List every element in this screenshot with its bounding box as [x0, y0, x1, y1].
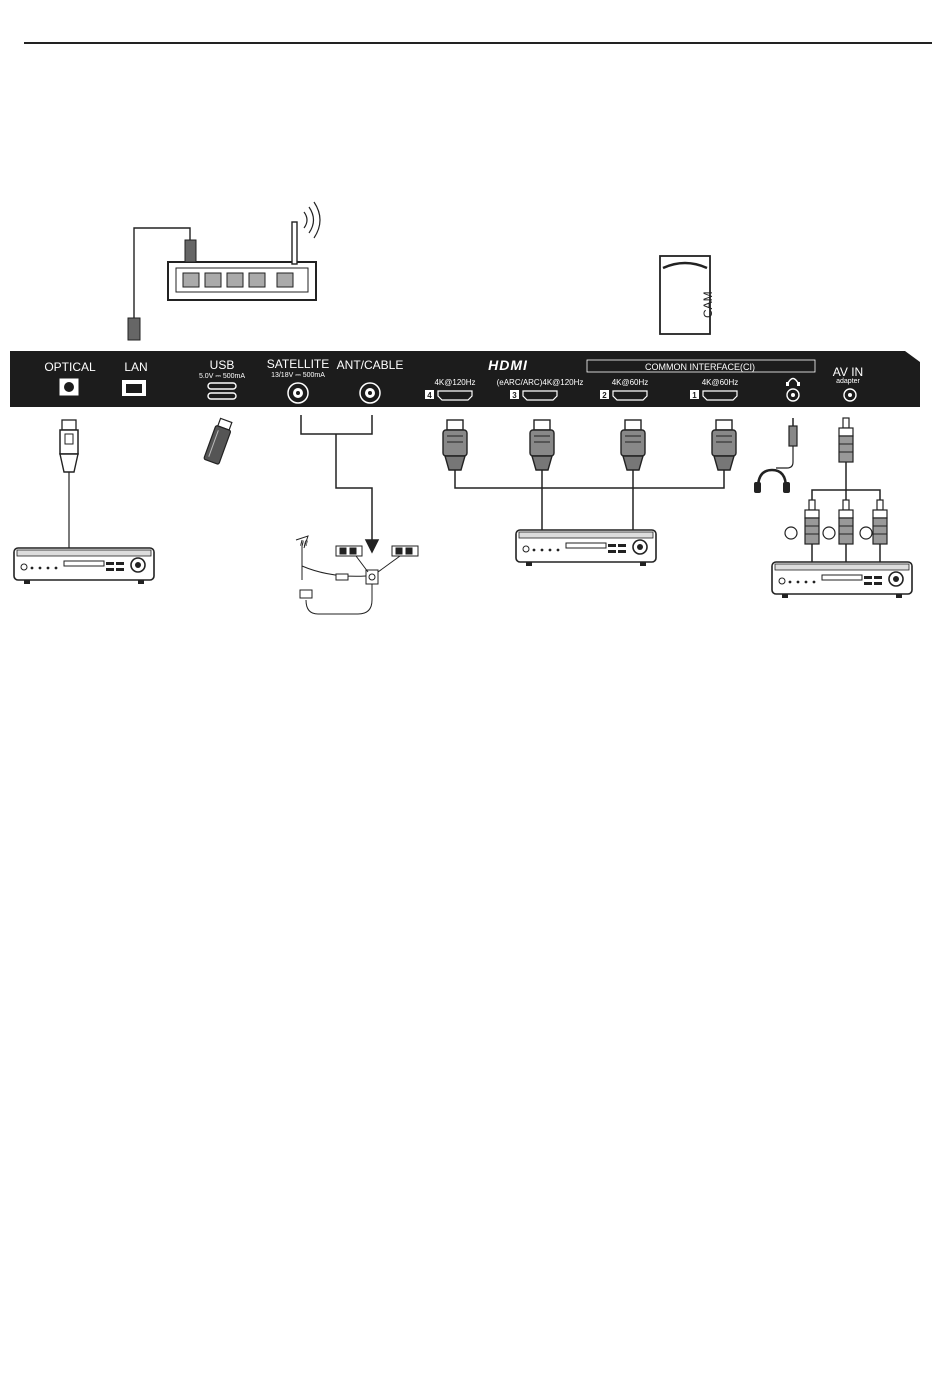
satellite-rating: 13/18V ⎓ 500mA: [271, 372, 325, 379]
optical-cable: [60, 420, 78, 548]
hdmi-socket: [523, 391, 557, 400]
hdmi-plug-2: [621, 420, 645, 470]
hdmi-wiring: [455, 470, 724, 530]
cam-card: CAM: [660, 256, 715, 334]
antenna-wiring: [301, 415, 378, 552]
cam-label: CAM: [701, 291, 715, 318]
hdmi-port-number: 4: [427, 391, 432, 400]
hdmi-plug-1: [712, 420, 736, 470]
hdmi-port-spec: (eARC/ARC)4K@120Hz: [497, 378, 584, 387]
hdmi-socket: [703, 391, 737, 400]
optical-device: [14, 548, 154, 584]
ant-cable-label: ANT/CABLE: [337, 358, 404, 372]
satellite-label: SATELLITE: [267, 357, 329, 371]
hdmi-plug-3: [530, 420, 554, 470]
optical-label: OPTICAL: [44, 360, 96, 374]
av-in-sub-label: adapter: [836, 378, 860, 385]
headphones-icon: [754, 470, 790, 493]
hdmi-port-number: 1: [692, 391, 697, 400]
usb-port-1: [208, 383, 236, 389]
av-device: [772, 562, 912, 598]
hdmi-logo: HDMI: [488, 357, 528, 373]
av-adapter-cable: [785, 418, 887, 562]
usb-rating: 5.0V ⎓ 500mA: [199, 373, 245, 380]
hdmi-socket: [438, 391, 472, 400]
common-interface-label: COMMON INTERFACE(CI): [645, 362, 755, 372]
hdmi-port-number: 2: [602, 391, 607, 400]
hdmi-plugs: [443, 420, 736, 470]
hdmi-socket: [613, 391, 647, 400]
hdmi-device: [516, 530, 656, 566]
usb-label: USB: [210, 358, 235, 372]
hdmi-port-spec: 4K@60Hz: [612, 378, 649, 387]
av-in-port: [844, 389, 856, 401]
hdmi-port-spec: 4K@120Hz: [434, 378, 475, 387]
headphone-cable: [776, 418, 797, 468]
av-in-label: AV IN: [833, 365, 863, 379]
usb-port-2: [208, 393, 236, 399]
hdmi-port-spec: 4K@60Hz: [702, 378, 739, 387]
hdmi-plug-4: [443, 420, 467, 470]
usb-stick: [204, 418, 234, 465]
antenna-splitter: ////: [296, 536, 418, 614]
hdmi-port-number: 3: [512, 391, 517, 400]
svg-text:////: ////: [300, 541, 308, 548]
lan-label: LAN: [124, 360, 147, 374]
